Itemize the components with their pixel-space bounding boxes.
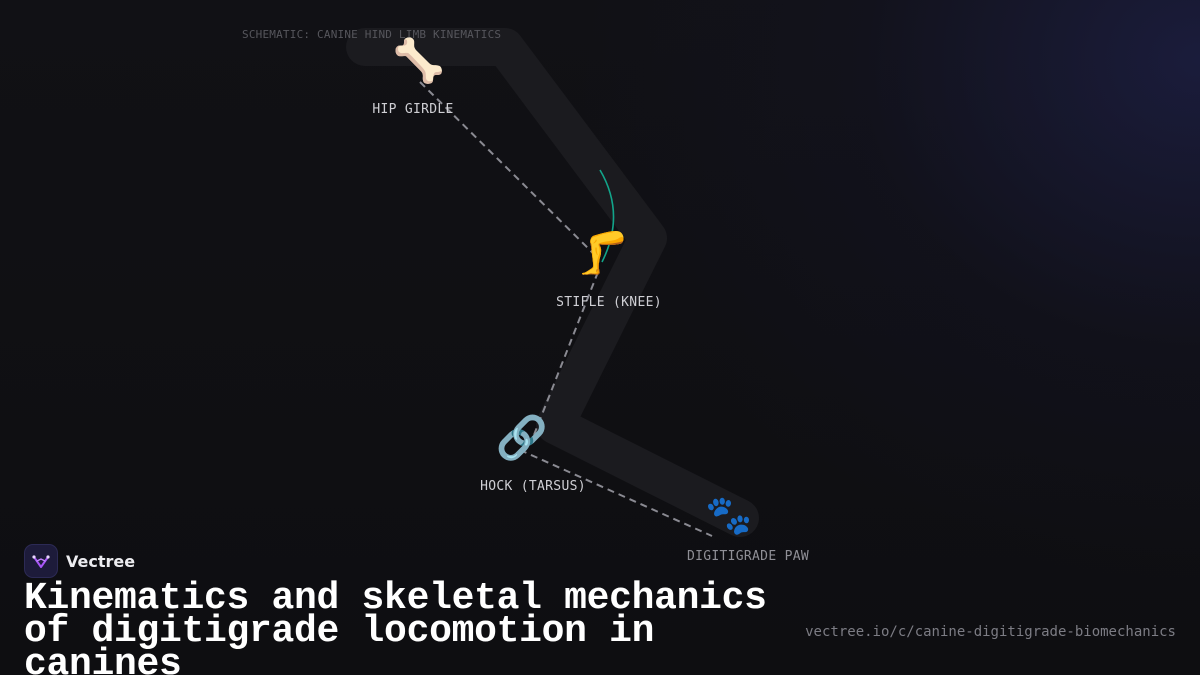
hock-tarsus-label: HOCK (TARSUS) — [480, 479, 586, 494]
digitigrade-paw-label: DIGITIGRADE PAW — [687, 549, 809, 564]
vectree-mark-icon — [32, 555, 50, 568]
stifle-knee-label: STIFLE (KNEE) — [556, 295, 662, 310]
bone-icon: 🦴 — [392, 36, 446, 85]
chain-link-icon: 🔗 — [495, 413, 549, 462]
stifle-flexion-arc — [599, 169, 615, 263]
connector-hip-stifle — [419, 81, 599, 259]
connector-stifle-hock — [531, 271, 599, 441]
leg-icon: 🦵 — [576, 228, 630, 277]
hip-girdle-label: HIP GIRDLE — [372, 102, 454, 117]
paw-prints-icon: 🐾 — [705, 493, 753, 537]
brand[interactable]: Vectree — [24, 544, 135, 578]
page-headline: Kinematics and skeletal mechanics of dig… — [24, 577, 767, 675]
brand-name: Vectree — [66, 551, 136, 571]
vectree-logo-icon — [24, 544, 58, 578]
schematic-title: SCHEMATIC: CANINE HIND LIMB KINEMATICS — [242, 28, 502, 41]
limb-silhouette-band — [346, 28, 759, 537]
page-url[interactable]: vectree.io/c/canine-digitigrade-biomecha… — [805, 624, 1176, 640]
